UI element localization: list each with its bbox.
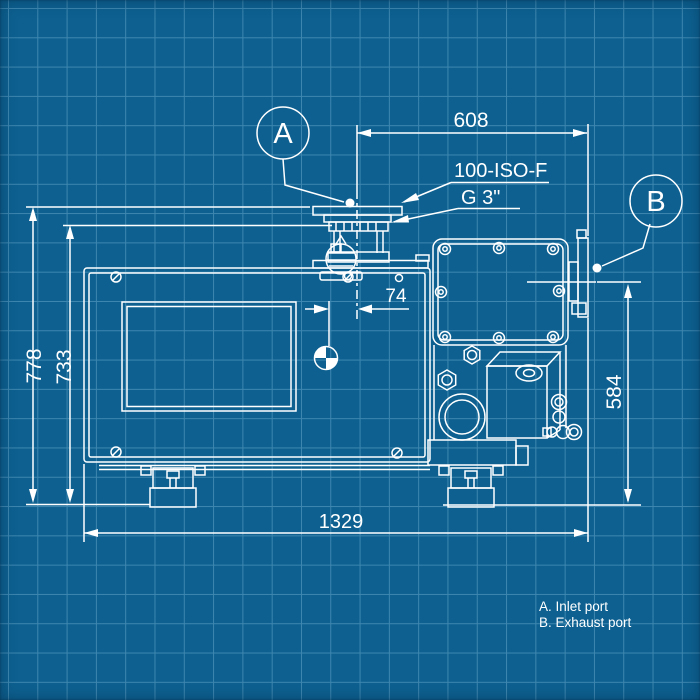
callout-b: B <box>601 174 683 267</box>
dimension-overall-length: 1329 <box>83 318 589 542</box>
side-panel-window <box>121 301 297 412</box>
inlet-valve-icon <box>319 234 363 281</box>
callout-a: A <box>256 106 355 208</box>
callout-b-balloon <box>629 174 683 228</box>
dim-584-label: 584 <box>603 374 626 409</box>
pump-internals <box>427 345 583 466</box>
pump-inlet-bore <box>438 393 486 441</box>
g3-flange-plate <box>327 251 390 263</box>
mounting-feet <box>140 465 504 508</box>
oil-reservoir <box>485 351 562 439</box>
dim-74-label: 74 <box>385 286 407 307</box>
hex-plug-icon <box>463 345 481 365</box>
exhaust-flange <box>568 229 602 318</box>
oil-filler-cap-icon <box>515 364 543 382</box>
housing-bolt-icon <box>438 330 452 344</box>
dimension-exhaust-height: 584 <box>443 281 641 506</box>
housing-bolt-icon <box>492 331 506 345</box>
pump-body <box>83 267 431 471</box>
right-foot <box>438 465 504 508</box>
dim-778-label: 778 <box>23 348 46 383</box>
inlet-port-marker <box>345 198 355 208</box>
left-foot <box>140 465 206 508</box>
panel-screw-icon <box>110 446 122 458</box>
housing-bolt-icon <box>438 242 452 256</box>
inlet-thread-label: G 3" <box>391 187 520 223</box>
iso-flange-label: 100-ISO-F <box>454 160 547 182</box>
dim-733-label: 733 <box>53 349 76 384</box>
legend-exhaust-port: B. Exhaust port <box>539 615 632 630</box>
dimension-top-width: 608 <box>357 109 589 236</box>
legend: A. Inlet port B. Exhaust port <box>539 599 632 630</box>
callout-b-letter: B <box>646 186 665 218</box>
housing-bolt-icon <box>546 242 560 256</box>
callout-a-letter: A <box>273 118 293 150</box>
exhaust-port-marker <box>592 263 602 273</box>
oil-drain-valve-icon <box>542 423 583 441</box>
legend-inlet-port: A. Inlet port <box>539 599 608 614</box>
dimension-overall-height: 778 <box>23 206 310 503</box>
inlet-flange-label: 100-ISO-F <box>401 160 549 203</box>
housing-bolt-icon <box>546 330 560 344</box>
panel-screw-icon <box>391 447 403 459</box>
dim-1329-label: 1329 <box>319 511 364 533</box>
housing-bolt-icon <box>552 284 566 298</box>
center-of-gravity-symbol <box>313 301 339 371</box>
housing-bolt-icon <box>434 285 448 299</box>
inlet-flange <box>312 125 430 322</box>
housing-bolt-icon <box>492 241 506 255</box>
oil-sight-glass-icon <box>550 393 568 424</box>
dimension-body-height: 733 <box>26 224 332 506</box>
dim-608-label: 608 <box>453 109 488 132</box>
hex-plug-icon <box>437 369 457 391</box>
motor-housing <box>432 238 596 346</box>
g3-label: G 3" <box>461 187 500 209</box>
dimension-cg-offset: 74 <box>305 286 409 314</box>
panel-screw-icon <box>110 271 122 283</box>
